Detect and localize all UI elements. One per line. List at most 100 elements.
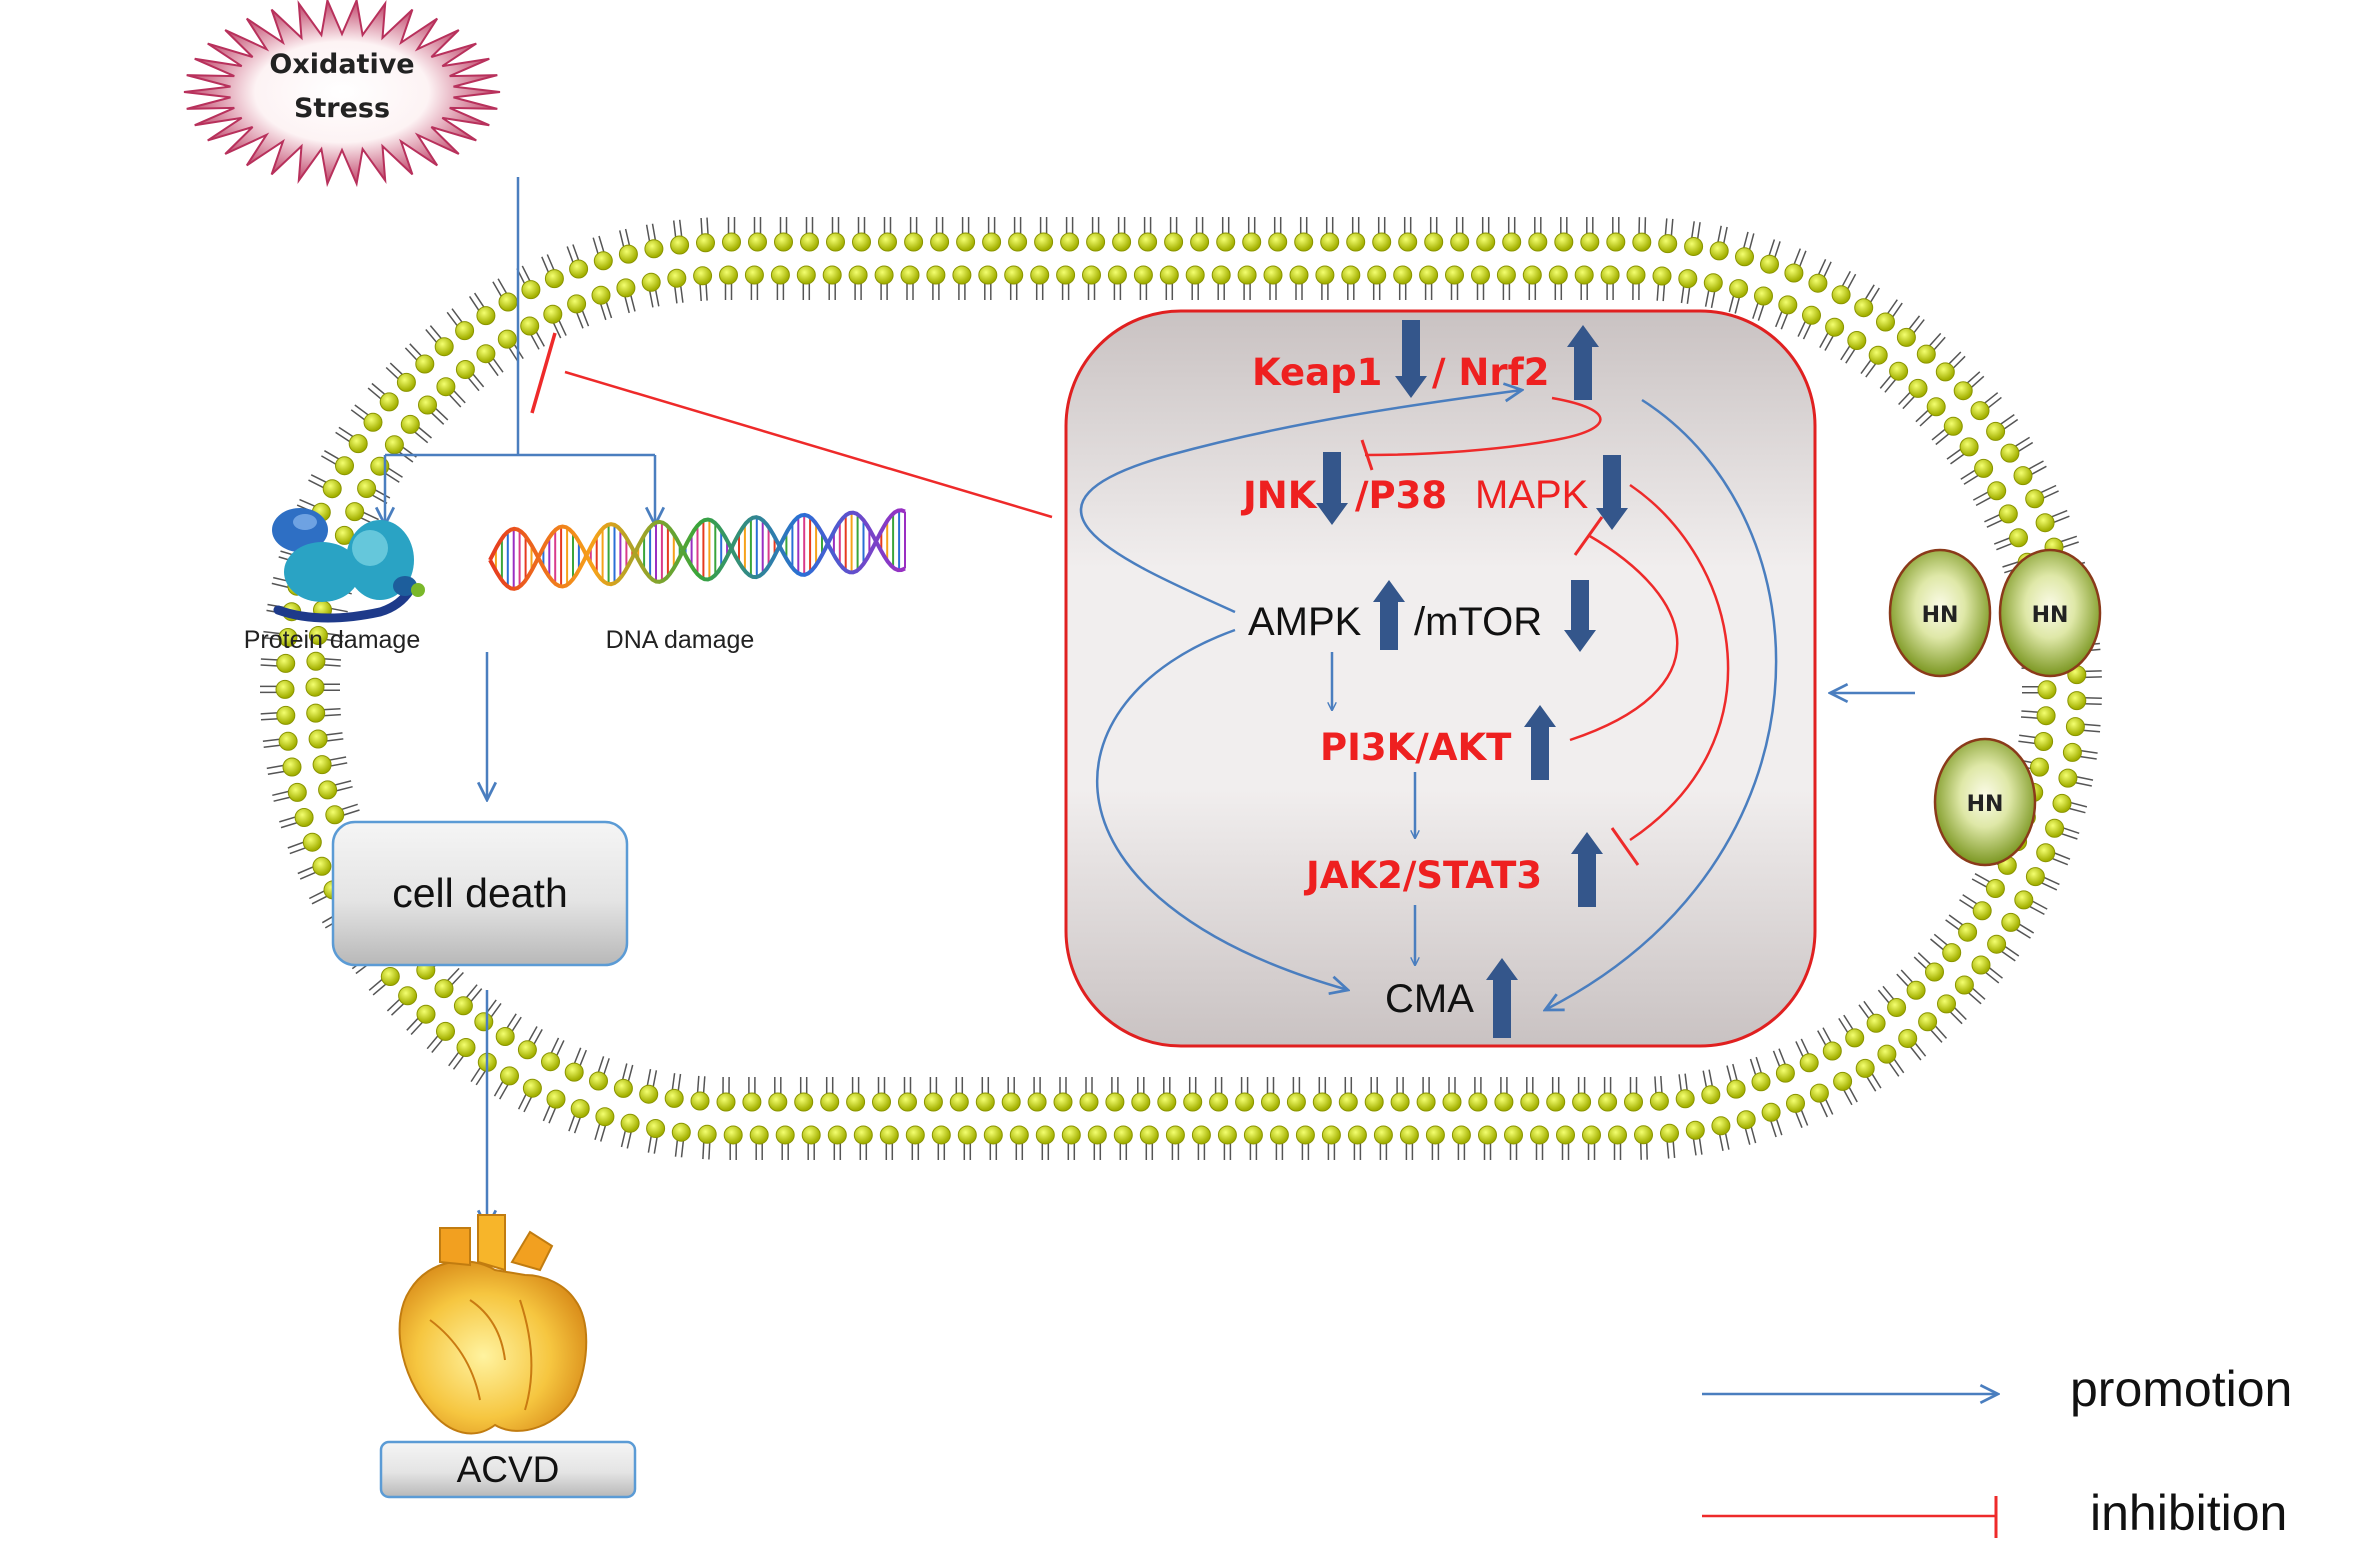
dna-icon: DNA damage <box>488 508 906 654</box>
lipid-tail <box>672 220 677 239</box>
lipid-head <box>1341 265 1361 285</box>
lipid-head <box>522 1078 542 1098</box>
lipid-tail <box>1660 1075 1663 1095</box>
lipid-head <box>774 232 793 252</box>
lipid-head <box>1735 247 1754 267</box>
lipid-head <box>2013 466 2033 486</box>
hn-label: HN <box>2032 603 2069 628</box>
lipid-head <box>1985 879 2005 898</box>
lipid-head <box>1004 265 1024 285</box>
lipid-head <box>1802 305 1821 325</box>
lipid-tail <box>2082 723 2101 727</box>
lipid-tail <box>546 254 556 272</box>
lipid-tail <box>426 1034 440 1050</box>
lipid-head <box>1393 265 1413 285</box>
lipid-tail <box>297 865 315 875</box>
lipid-tail <box>1752 301 1760 319</box>
mapk-inhibits-jak2 <box>1629 483 1730 842</box>
lipid-tail <box>334 785 353 792</box>
lipid-tail <box>1744 1127 1751 1145</box>
lipid-head <box>1367 265 1387 285</box>
lipid-tail <box>1769 1119 1777 1138</box>
lipid-tail <box>1959 899 1976 911</box>
lipid-head <box>667 268 687 288</box>
lipid-tail <box>1917 952 1932 966</box>
lipid-head <box>1854 298 1874 318</box>
lipid-head <box>1060 232 1080 252</box>
lipid-head <box>1424 232 1444 252</box>
lipid-tail <box>2074 781 2092 787</box>
lipid-tail <box>1986 396 2002 410</box>
lipid-head <box>1916 344 1936 364</box>
lipid-tail <box>1974 873 1992 884</box>
lipid-tail <box>1775 309 1784 328</box>
lipid-head <box>1294 232 1314 252</box>
lipid-tail <box>1772 1050 1781 1068</box>
lipid-tail <box>1996 542 2014 551</box>
lipid-tail <box>1984 513 2002 523</box>
lipid-tail <box>410 1020 424 1036</box>
lipid-tail <box>2079 749 2098 754</box>
lipid-head <box>569 259 589 279</box>
lipid-head <box>1346 232 1366 252</box>
lipid-tail <box>2003 945 2020 957</box>
lipid-tail <box>1865 1075 1877 1092</box>
lipid-tail <box>323 658 342 661</box>
lipid-head <box>1243 1125 1263 1145</box>
dna-strand <box>488 510 906 591</box>
lipid-head <box>693 266 713 286</box>
lipid-tail <box>280 821 299 829</box>
lipid-head <box>1451 1125 1471 1145</box>
lipid-tail <box>322 664 341 667</box>
lipid-head <box>1183 1092 1203 1112</box>
lipid-head <box>664 1088 684 1108</box>
lipid-head <box>1237 265 1257 285</box>
lipid-head <box>1086 232 1106 252</box>
pathway-labels: Keap1 / Nrf2 JNK /P38 MAPK AMPK /mTOR PI… <box>1240 351 1589 1021</box>
lipid-head <box>2067 691 2087 711</box>
lipid-tail <box>340 803 358 811</box>
lipid-head <box>1398 232 1418 252</box>
lipid-head <box>768 1092 788 1112</box>
lipid-tail <box>2060 832 2078 840</box>
lipid-tail <box>308 479 325 489</box>
lipid-head <box>1478 1125 1497 1145</box>
lipid-head <box>276 705 296 725</box>
lipid-head <box>1935 362 1955 382</box>
lipid-head <box>716 1092 736 1112</box>
lipid-head <box>874 265 894 285</box>
lipid-head <box>1373 1125 1393 1145</box>
lipid-tail <box>1969 375 1985 389</box>
jnk-label: JNK <box>1240 474 1318 517</box>
lipid-tail <box>1678 1074 1683 1093</box>
lipid-head <box>1600 265 1620 285</box>
lipid-tail <box>1824 1097 1834 1115</box>
lipid-head <box>1709 241 1729 261</box>
lipid-head <box>1008 232 1028 252</box>
lipid-tail <box>1933 933 1949 947</box>
lipid-head <box>820 1092 840 1112</box>
lipid-tail <box>321 455 338 466</box>
lipid-tail <box>1912 319 1925 335</box>
lipid-tail <box>383 471 400 483</box>
lipid-head <box>308 729 328 749</box>
lipid-head <box>696 233 715 253</box>
lipid-tail <box>534 330 545 347</box>
lipid-tail <box>542 1104 552 1122</box>
lipid-tail <box>404 347 419 362</box>
lipid-head <box>1164 232 1184 252</box>
lipid-tail <box>653 1135 659 1154</box>
lipid-head <box>982 232 1002 252</box>
lipid-tail <box>629 293 636 312</box>
lipid-head <box>1876 312 1895 332</box>
lipid-head <box>1217 1125 1237 1145</box>
oxidative-stress-burst: Oxidative Stress <box>183 0 501 188</box>
lipid-tail <box>555 1040 565 1058</box>
lipid-tail <box>1932 336 1946 352</box>
lipid-head <box>1896 327 1916 347</box>
lipid-head <box>923 1092 943 1112</box>
lipid-tail <box>573 1047 582 1065</box>
lipid-tail <box>468 295 481 312</box>
lipid-tail <box>1795 1041 1805 1059</box>
lipid-tail <box>1919 413 1934 427</box>
